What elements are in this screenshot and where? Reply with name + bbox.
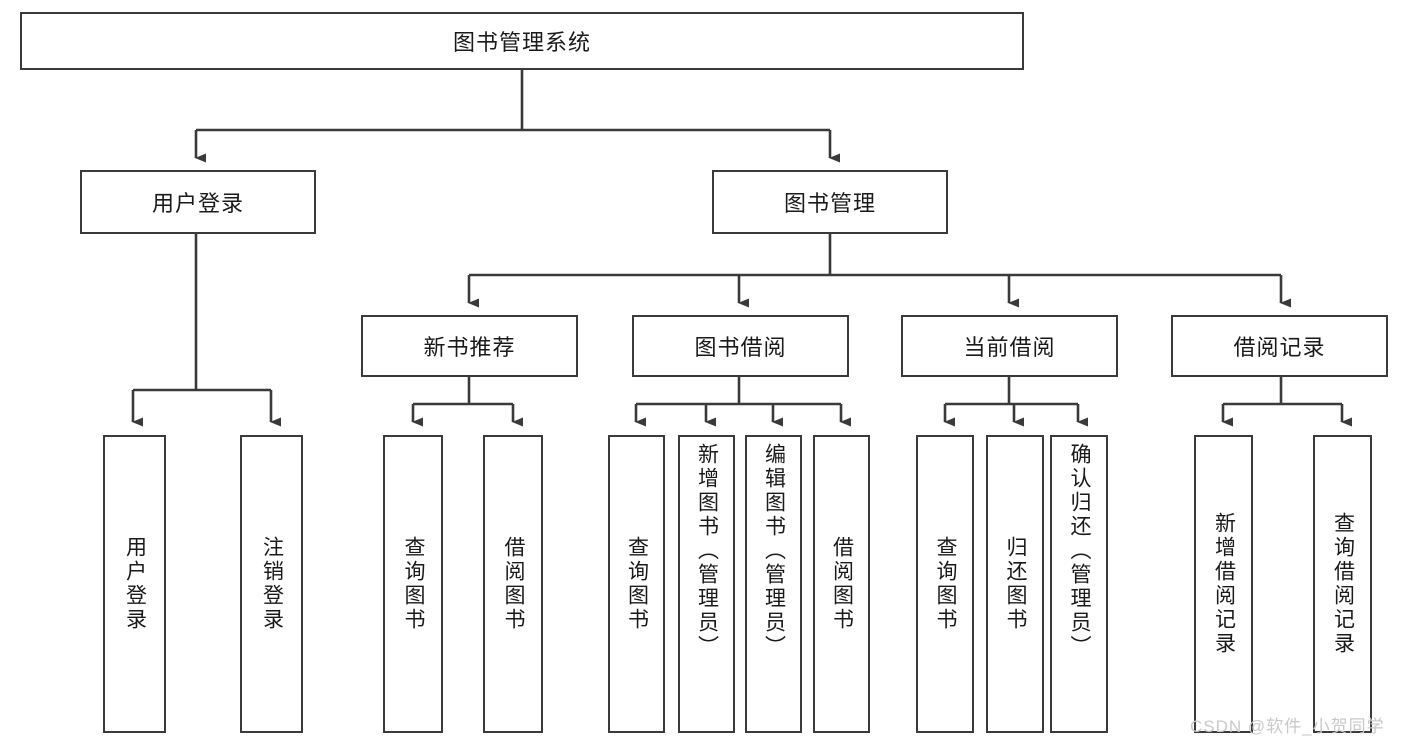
leaf-logout-login[interactable]: 注销登录: [240, 435, 303, 733]
node-borrow-record[interactable]: 借阅记录: [1171, 315, 1388, 377]
leaf-query-book-current[interactable]: 查询图书: [916, 435, 974, 733]
node-book-management-system[interactable]: 图书管理系统: [20, 12, 1024, 70]
leaf-confirm-return-admin[interactable]: 确认归还（管理员）: [1050, 435, 1108, 733]
node-new-book-recommend[interactable]: 新书推荐: [361, 315, 578, 377]
leaf-query-book-recommend[interactable]: 查询图书: [383, 435, 443, 733]
leaf-edit-book-admin[interactable]: 编辑图书（管理员）: [745, 435, 802, 733]
node-user-login[interactable]: 用户登录: [80, 170, 316, 234]
leaf-query-borrow-record[interactable]: 查询借阅记录: [1313, 435, 1372, 733]
leaf-borrow-book-borrow[interactable]: 借阅图书: [813, 435, 870, 733]
leaf-return-book[interactable]: 归还图书: [986, 435, 1044, 733]
node-book-borrow[interactable]: 图书借阅: [632, 315, 849, 377]
csdn-watermark: CSDN @软件_小贺同学: [1190, 717, 1385, 736]
leaf-add-book-admin[interactable]: 新增图书（管理员）: [678, 435, 735, 733]
leaf-user-login[interactable]: 用户登录: [103, 435, 166, 733]
node-current-borrow[interactable]: 当前借阅: [901, 315, 1118, 377]
leaf-borrow-book-recommend[interactable]: 借阅图书: [483, 435, 543, 733]
node-book-management[interactable]: 图书管理: [712, 170, 948, 234]
leaf-query-book-borrow[interactable]: 查询图书: [608, 435, 665, 733]
leaf-add-borrow-record[interactable]: 新增借阅记录: [1194, 435, 1253, 733]
